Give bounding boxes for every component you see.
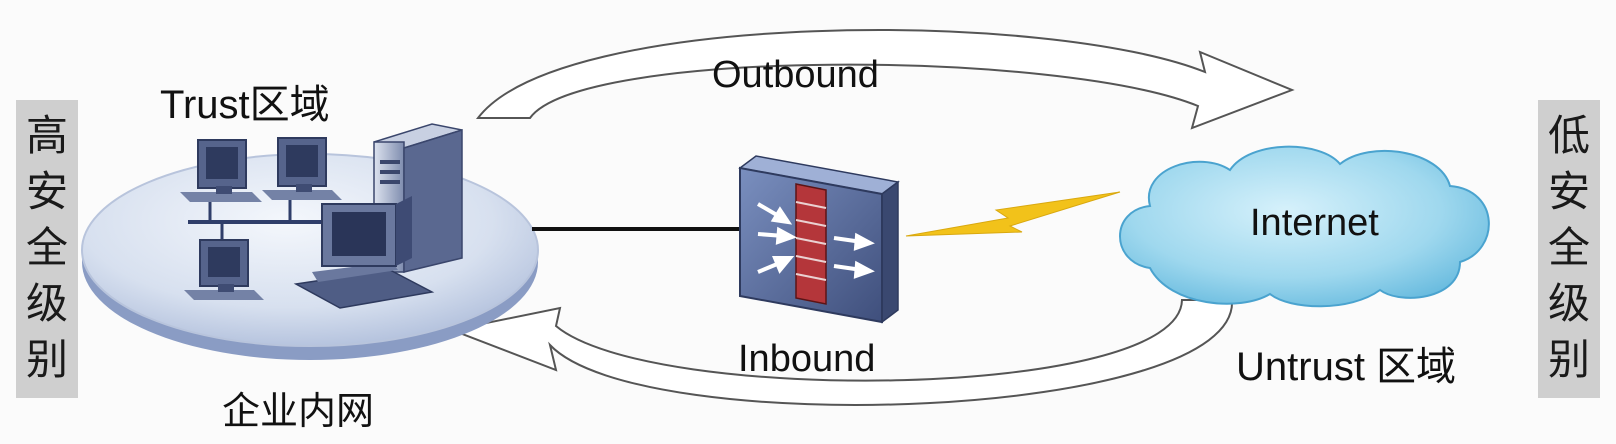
desktop-computer-icon — [293, 196, 435, 309]
wan-lightning-link — [905, 191, 1121, 237]
internal-network-label: 企业内网 — [222, 391, 375, 433]
internet-label: Internet — [1250, 202, 1379, 244]
workstation-icon — [262, 137, 342, 200]
low-security-level-bar: 低安全级别 — [1538, 100, 1600, 398]
workstation-icon — [180, 139, 262, 202]
firewall-icon — [738, 155, 900, 324]
high-security-level-label: 高安全级别 — [25, 111, 68, 384]
internet-cloud-icon — [1119, 145, 1490, 308]
trust-zone-label: Trust区域 — [160, 83, 330, 127]
low-security-level-label: 低安全级别 — [1547, 111, 1590, 384]
high-security-level-bar: 高安全级别 — [16, 100, 78, 398]
workstation-icon — [184, 239, 264, 300]
outbound-label: Outbound — [712, 54, 879, 96]
outbound-arrow — [475, 29, 1295, 130]
inbound-label: Inbound — [738, 338, 876, 380]
untrust-zone-label: Untrust 区域 — [1236, 345, 1457, 389]
inbound-arrow — [448, 299, 1234, 406]
